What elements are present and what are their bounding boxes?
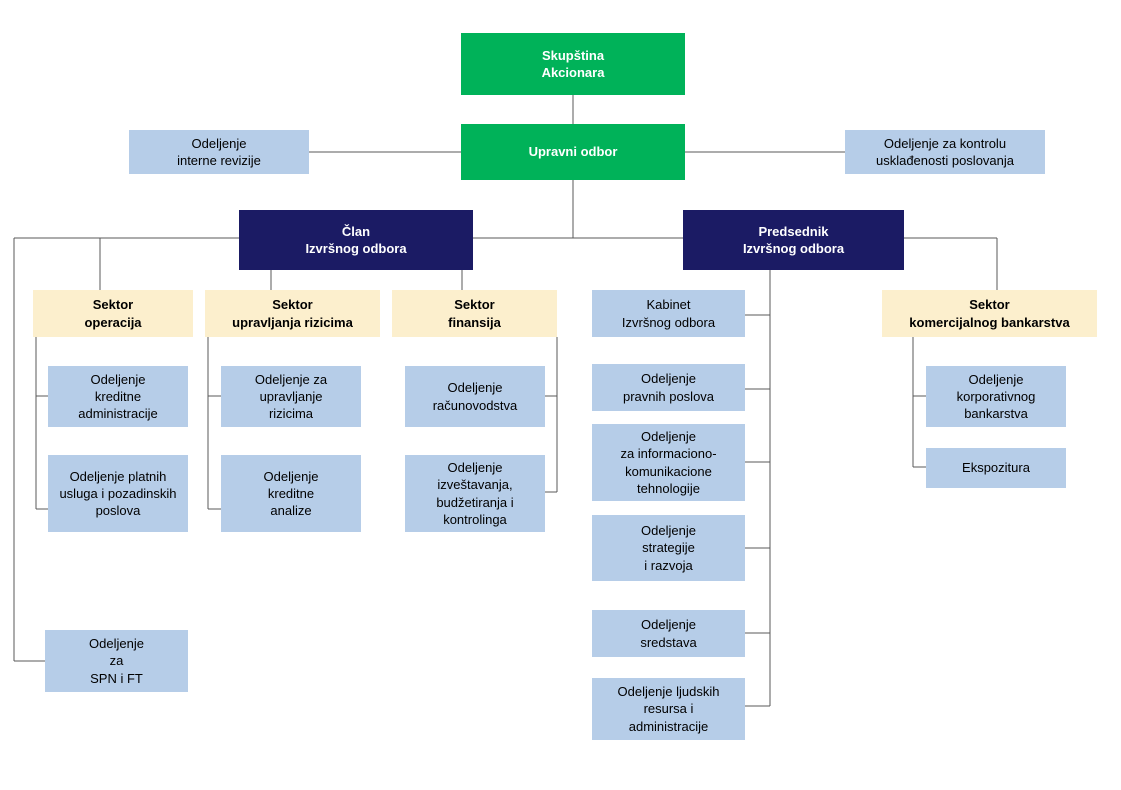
node-odeljenje-kreditne-analize[interactable]: Odeljenje kreditne analize: [221, 455, 361, 532]
node-odeljenje-za-upravljanje-rizicima[interactable]: Odeljenje za upravljanje rizicima: [221, 366, 361, 427]
node-odeljenje-interne-revizije[interactable]: Odeljenje interne revizije: [129, 130, 309, 174]
node-odeljenje-korporativnog-bankarstva[interactable]: Odeljenje korporativnog bankarstva: [926, 366, 1066, 427]
node-odeljenje-sredstava[interactable]: Odeljenje sredstava: [592, 610, 745, 657]
node-odeljenje-platnih-usluga[interactable]: Odeljenje platnih usluga i pozadinskih p…: [48, 455, 188, 532]
node-odeljenje-kontrole-uskladjenosti[interactable]: Odeljenje za kontrolu usklađenosti poslo…: [845, 130, 1045, 174]
node-sektor-komercijalnog-bankarstva[interactable]: Sektor komercijalnog bankarstva: [882, 290, 1097, 337]
node-sektor-operacija[interactable]: Sektor operacija: [33, 290, 193, 337]
node-skupstina-akcionara[interactable]: Skupština Akcionara: [461, 33, 685, 95]
node-sektor-upravljanja-rizicima[interactable]: Sektor upravljanja rizicima: [205, 290, 380, 337]
node-odeljenje-spn-ft[interactable]: Odeljenje za SPN i FT: [45, 630, 188, 692]
node-ekspozitura[interactable]: Ekspozitura: [926, 448, 1066, 488]
node-sektor-finansija[interactable]: Sektor finansija: [392, 290, 557, 337]
node-odeljenje-strategije-i-razvoja[interactable]: Odeljenje strategije i razvoja: [592, 515, 745, 581]
node-odeljenje-kreditne-administracije[interactable]: Odeljenje kreditne administracije: [48, 366, 188, 427]
node-odeljenje-racunovodstva[interactable]: Odeljenje računovodstva: [405, 366, 545, 427]
node-odeljenje-pravnih-poslova[interactable]: Odeljenje pravnih poslova: [592, 364, 745, 411]
node-kabinet-izvrsnog-odbora[interactable]: Kabinet Izvršnog odbora: [592, 290, 745, 337]
node-upravni-odbor[interactable]: Upravni odbor: [461, 124, 685, 180]
node-odeljenje-ljudskih-resursa[interactable]: Odeljenje ljudskih resursa i administrac…: [592, 678, 745, 740]
node-odeljenje-izvestavanja[interactable]: Odeljenje izveštavanja, budžetiranja i k…: [405, 455, 545, 532]
node-clan-izvrsnog-odbora[interactable]: Član Izvršnog odbora: [239, 210, 473, 270]
node-predsednik-izvrsnog-odbora[interactable]: Predsednik Izvršnog odbora: [683, 210, 904, 270]
node-odeljenje-ikt[interactable]: Odeljenje za informaciono- komunikacione…: [592, 424, 745, 501]
